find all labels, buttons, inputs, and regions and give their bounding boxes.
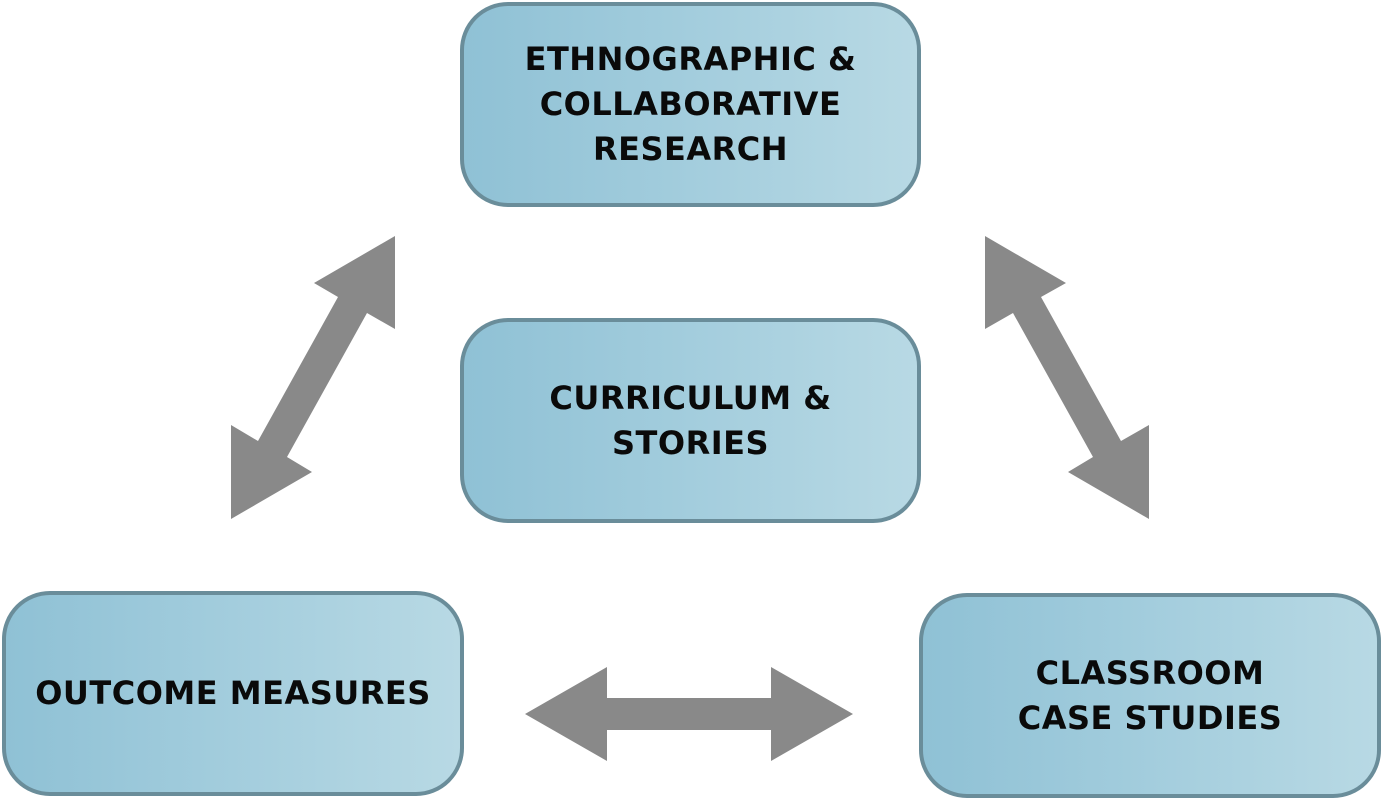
node-label: ETHNOGRAPHIC & COLLABORATIVE RESEARCH (524, 40, 857, 168)
node-classroom-case-studies: CLASSROOM CASE STUDIES (919, 593, 1381, 798)
double-arrow-top-right-icon (985, 236, 1149, 519)
node-outcome-measures: OUTCOME MEASURES (2, 591, 464, 796)
node-label: CURRICULUM & STORIES (549, 378, 832, 462)
node-label: OUTCOME MEASURES (35, 674, 431, 712)
node-curriculum-stories: CURRICULUM & STORIES (460, 318, 921, 523)
node-label: CLASSROOM CASE STUDIES (1017, 653, 1283, 737)
double-arrow-horizontal-icon (525, 667, 853, 761)
node-ethnographic-collaborative-research: ETHNOGRAPHIC & COLLABORATIVE RESEARCH (460, 2, 921, 207)
double-arrow-top-left-icon (231, 236, 395, 519)
